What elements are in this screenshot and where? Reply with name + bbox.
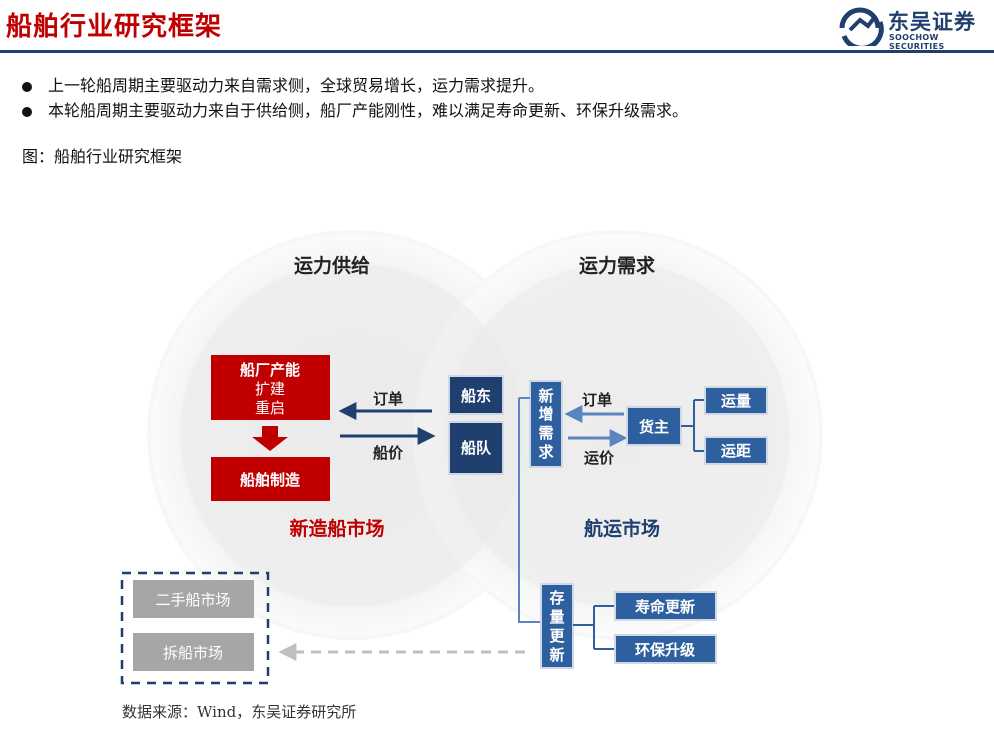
page-title: 船舶行业研究框架 [6, 12, 223, 42]
newbuild-market-label: 新造船市场 [289, 517, 384, 540]
distance-box [704, 436, 768, 465]
shipowner-label: 船东 [461, 387, 491, 405]
bullet-item: 上一轮船周期主要驱动力来自需求侧，全球贸易增长，运力需求提升。 [22, 72, 544, 96]
distance-label: 运距 [721, 442, 751, 460]
order-right-label: 订单 [582, 391, 612, 409]
cargo-owner-box [626, 406, 682, 446]
freight-right-label: 运价 [584, 449, 615, 467]
logo-mark-icon [839, 7, 884, 46]
stock-renewal-char: 存 [549, 589, 564, 607]
eco-upgrade-box [614, 634, 717, 664]
shipyard-capacity-box [211, 355, 330, 420]
bullet-dot-icon [22, 106, 32, 117]
bullet-item: 本轮船周期主要驱动力来自于供给侧，船厂产能刚性，难以满足寿命更新、环保升级需求。 [22, 97, 688, 121]
new-demand-char: 新 [538, 387, 553, 405]
shipowner-box [448, 375, 504, 415]
logo-name: 东吴证券 [888, 10, 976, 34]
stock-renewal-char: 量 [549, 608, 564, 626]
shipbuilding-label: 船舶制造 [240, 471, 300, 489]
expand-label: 扩建 [255, 380, 285, 398]
header-rule [0, 50, 994, 53]
demolition-market-label: 拆船市场 [163, 644, 223, 662]
shipping-market-label: 航运市场 [584, 517, 660, 540]
stock-renewal-char: 新 [549, 646, 564, 664]
restart-label: 重启 [255, 399, 285, 417]
shipbuilding-box [211, 457, 330, 501]
fleet-box [448, 421, 504, 475]
price-left-label: 船价 [373, 444, 404, 462]
stock-renewal-char: 更 [549, 627, 565, 645]
demolition-market-box [133, 633, 254, 671]
life-renewal-label: 寿命更新 [635, 598, 695, 616]
second-hand-market-box [133, 580, 254, 618]
life-renewal-box [614, 591, 717, 621]
bullet-dot-icon [22, 81, 32, 92]
bullet-text: 上一轮船周期主要驱动力来自需求侧，全球贸易增长，运力需求提升。 [48, 76, 545, 95]
order-left-label: 订单 [373, 390, 403, 408]
renewal-bracket [573, 605, 614, 650]
eco-upgrade-label: 环保升级 [635, 641, 696, 659]
cargo-owner-label: 货主 [639, 418, 669, 436]
volume-box [704, 386, 768, 415]
new-demand-box [529, 380, 563, 468]
cargo-bracket [681, 399, 704, 452]
renewal-connector [518, 398, 540, 623]
supply-title: 运力供给 [294, 254, 370, 277]
down-arrow-icon [252, 426, 288, 451]
new-demand-char: 增 [538, 405, 553, 423]
company-logo [839, 7, 884, 46]
bullet-text: 本轮船周期主要驱动力来自于供给侧，船厂产能刚性，难以满足寿命更新、环保升级需求。 [48, 101, 689, 120]
logo-subtitle: SOOCHOW SECURITIES [889, 33, 945, 51]
volume-label: 运量 [721, 392, 751, 410]
new-demand-char: 需 [538, 424, 553, 442]
secondary-markets-frame [120, 571, 270, 685]
figure-caption: 图：船舶行业研究框架 [22, 147, 183, 166]
shipyard-capacity-label: 船厂产能 [240, 361, 300, 379]
new-demand-char: 求 [538, 443, 554, 461]
second-hand-market-label: 二手船市场 [155, 591, 230, 609]
fleet-label: 船队 [461, 439, 492, 457]
stock-renewal-box [540, 583, 574, 669]
demand-title: 运力需求 [579, 254, 656, 277]
source-note: 数据来源：Wind，东吴证券研究所 [122, 703, 357, 721]
